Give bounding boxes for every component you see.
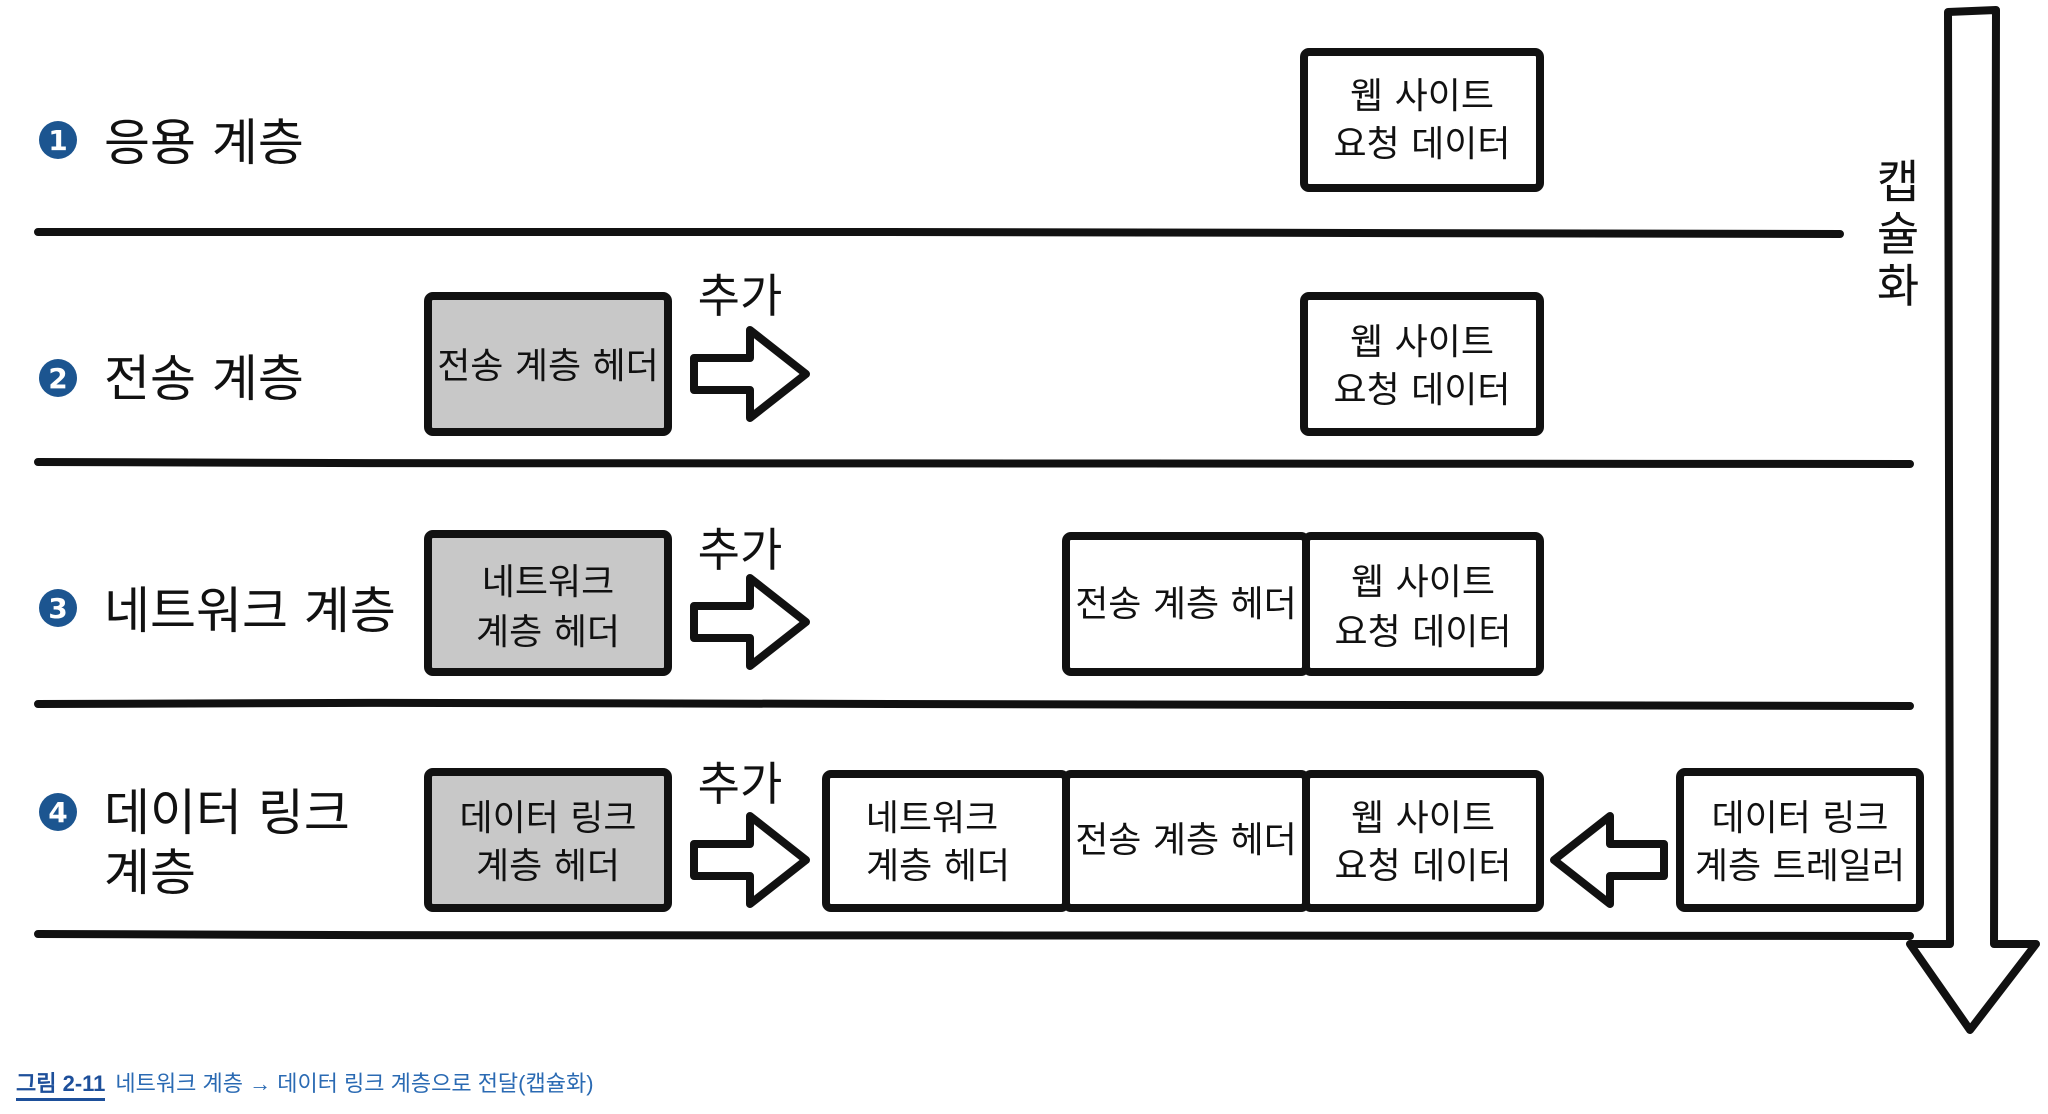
layer-label: 네트워크 계층 — [104, 582, 396, 640]
box-text-line-2: 요청 데이터 — [1334, 612, 1511, 653]
layer-number: 1 — [48, 124, 67, 157]
separator-4 — [34, 929, 1914, 940]
web-data-box-layer-2: 웹 사이트 요청 데이터 — [1300, 292, 1544, 436]
box-text-line-2: 계층 트레일러 — [1695, 846, 1905, 887]
box-text-line-1: 전송 계층 헤더 — [437, 346, 659, 387]
left-arrow-icon — [1550, 812, 1668, 908]
layer-3: 3 네트워크 계층 — [39, 582, 396, 640]
box-text-line-1: 웹 사이트 — [1350, 322, 1494, 363]
encapsulation-arrow — [1906, 6, 2040, 1034]
box-text-line-2: 계층 헤더 — [866, 846, 1010, 887]
encapsulation-char-2: 슐 — [1877, 207, 1919, 261]
right-arrow-icon — [690, 812, 810, 908]
layer-2: 2 전송 계층 — [39, 350, 304, 408]
separator-1 — [34, 226, 1844, 239]
encapsulation-char-1: 캡 — [1877, 155, 1919, 209]
web-data-box-layer-4: 웹 사이트 요청 데이터 — [1302, 770, 1544, 912]
box-text-line-1: 네트워크 — [866, 798, 998, 839]
box-text-line-1: 네트워크 — [482, 562, 614, 603]
network-header-box-layer-4: 네트워크 계층 헤더 — [822, 770, 1070, 912]
web-data-box-layer-1: 웹 사이트 요청 데이터 — [1300, 48, 1544, 192]
layer-4: 4 데이터 링크 계층 — [39, 784, 350, 902]
layer-number-badge — [39, 793, 77, 831]
layer-label: 전송 계층 — [104, 350, 304, 408]
layer-number: 4 — [48, 796, 67, 829]
figure-label: 그림 2-11 — [16, 1071, 106, 1101]
box-text-line-1: 전송 계층 헤더 — [1075, 584, 1297, 625]
separator-3 — [34, 698, 1914, 711]
caption-text: 네트워크 계층 → 데이터 링크 계층으로 전달(캡슐화) — [115, 1071, 594, 1096]
layer-separators — [34, 226, 1914, 940]
layer-number: 3 — [48, 592, 67, 625]
separator-2 — [34, 457, 1914, 468]
layer-label-line-2: 계층 — [104, 844, 196, 902]
box-text-line-1: 웹 사이트 — [1350, 76, 1494, 117]
right-arrow-icon — [690, 326, 810, 422]
web-data-box-layer-3: 웹 사이트 요청 데이터 — [1302, 532, 1544, 676]
transport-header-box-layer-4: 전송 계층 헤더 — [1062, 770, 1310, 912]
transport-header-box-layer-2: 전송 계층 헤더 — [424, 292, 672, 436]
add-label-layer-3: 추가 — [698, 523, 783, 577]
layer-number: 2 — [48, 362, 67, 395]
datalink-header-box-layer-4: 데이터 링크 계층 헤더 — [424, 768, 672, 912]
encapsulation-diagram: 캡 슐 화 1 응용 계층 2 전송 계층 3 네트워크 계층 4 데이터 링크… — [34, 6, 2040, 1034]
box-text-line-2: 계층 헤더 — [476, 846, 620, 887]
layer-number-badge — [39, 359, 77, 397]
add-label-layer-2: 추가 — [698, 269, 783, 323]
layer-label-line-1: 데이터 링크 — [104, 784, 350, 842]
layer-1: 1 응용 계층 — [39, 114, 304, 172]
box-text-line-2: 계층 헤더 — [476, 612, 620, 653]
box-text-line-1: 데이터 링크 — [1711, 798, 1888, 839]
datalink-trailer-box-layer-4: 데이터 링크 계층 트레일러 — [1676, 768, 1924, 912]
box-text-line-2: 요청 데이터 — [1334, 846, 1511, 887]
box-text-line-1: 전송 계층 헤더 — [1075, 820, 1297, 861]
figure-caption: 그림 2-11 네트워크 계층 → 데이터 링크 계층으로 전달(캡슐화) — [16, 1066, 594, 1101]
right-arrow-icon — [690, 574, 810, 670]
layer-number-badge — [39, 121, 77, 159]
network-header-box-layer-3: 네트워크 계층 헤더 — [424, 530, 672, 676]
box-text-line-2: 요청 데이터 — [1333, 124, 1510, 165]
transport-header-box-layer-3: 전송 계층 헤더 — [1062, 532, 1310, 676]
box-text-line-1: 데이터 링크 — [459, 798, 636, 839]
box-text-line-1: 웹 사이트 — [1351, 562, 1495, 603]
layer-number-badge — [39, 589, 77, 627]
box-text-line-1: 웹 사이트 — [1351, 798, 1495, 839]
layer-label: 응용 계층 — [104, 114, 304, 172]
encapsulation-char-3: 화 — [1877, 259, 1919, 313]
add-label-layer-4: 추가 — [698, 757, 783, 811]
box-text-line-2: 요청 데이터 — [1333, 370, 1510, 411]
